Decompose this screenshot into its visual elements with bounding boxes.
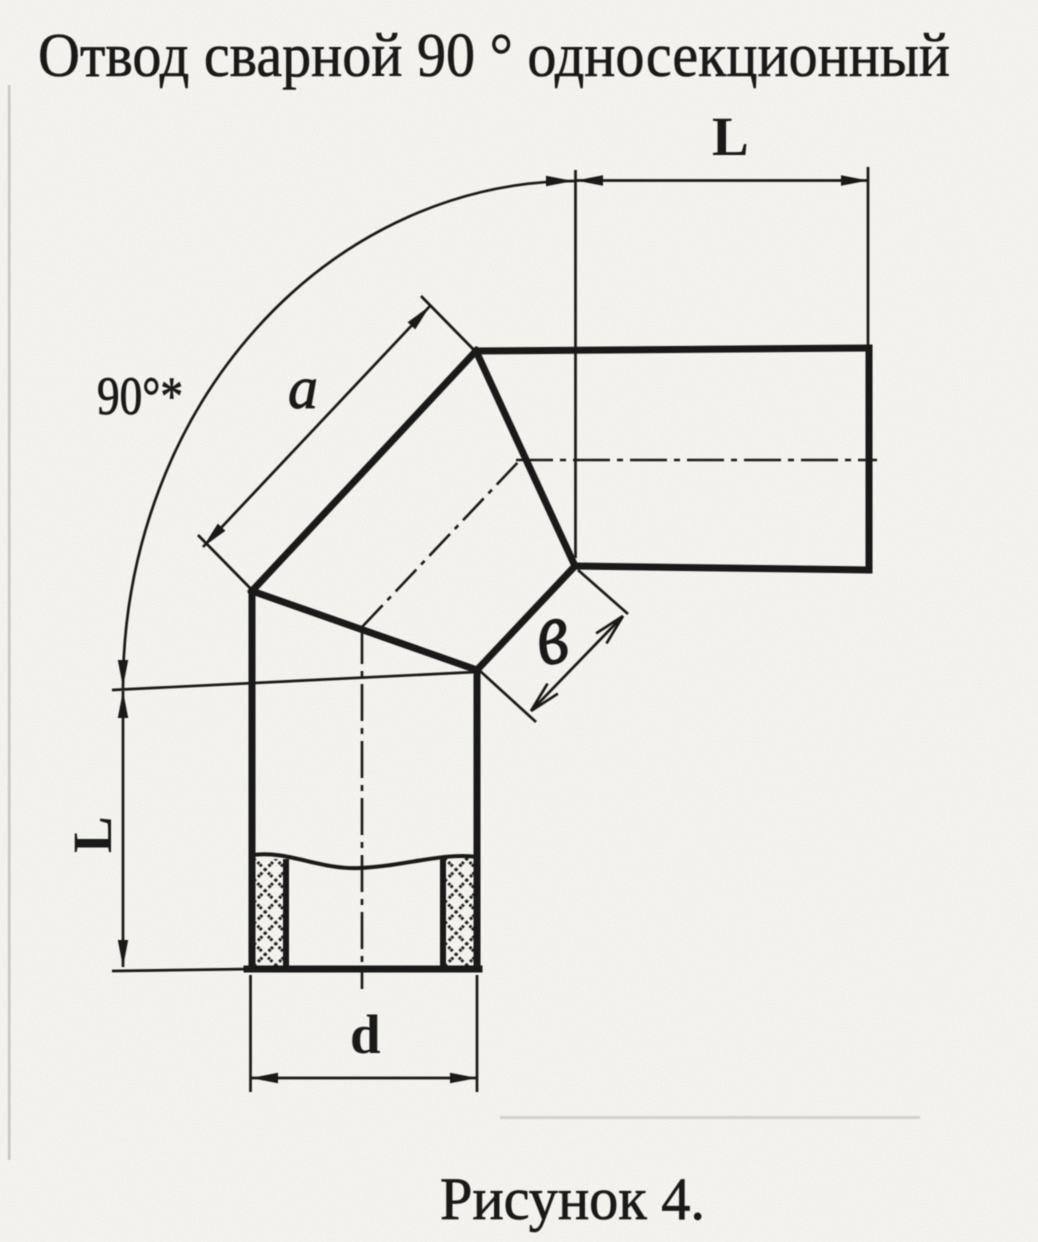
figure-drawing: Отвод сварной 90 ° односекционный (0, 0, 1038, 1242)
scanned-page: Отвод сварной 90 ° односекционный (0, 0, 1038, 1242)
paper-grain (0, 0, 1038, 1242)
